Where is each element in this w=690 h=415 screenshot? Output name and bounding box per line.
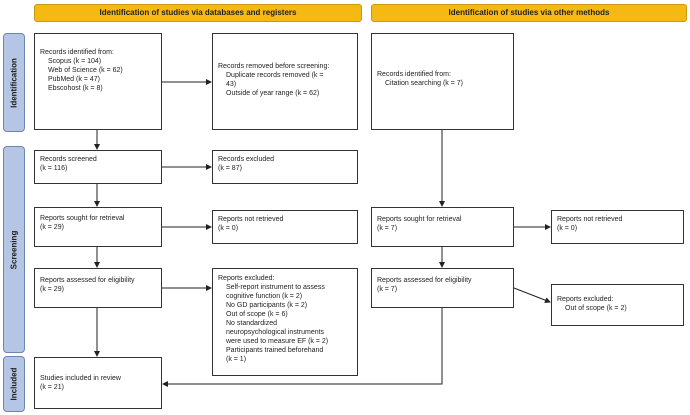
other-reports-sought-box: Reports sought for retrieval (k = 7) xyxy=(371,207,514,247)
exclusion-no-standardized-cont2: were used to measure EF (k = 2) xyxy=(226,338,329,345)
other-reports-not-retrieved-title: Reports not retrieved xyxy=(557,216,623,223)
duplicates-removed: Duplicate records removed (k = xyxy=(226,72,324,79)
records-excluded-title: Records excluded xyxy=(218,156,275,163)
exclusion-no-standardized-cont1: neuropsychological instruments xyxy=(226,329,325,336)
reports-assessed-box: Reports assessed for eligibility (k = 29… xyxy=(34,268,162,308)
source-pubmed: PubMed (k = 47) xyxy=(48,76,100,83)
records-excluded-box: Records excluded (k = 87) xyxy=(212,150,358,184)
exclusion-self-report-cont: cognitive function (k = 2) xyxy=(226,293,303,300)
records-screened-title: Records screened xyxy=(40,156,97,163)
other-reports-excluded-box: Reports excluded: Out of scope (k = 2) xyxy=(551,284,684,326)
records-identified-box: Records identified from: Scopus (k = 104… xyxy=(34,33,162,130)
exclusion-trained: Participants trained beforehand xyxy=(226,347,324,354)
reports-not-retrieved-count: (k = 0) xyxy=(218,225,239,232)
other-reports-excluded-title: Reports excluded: xyxy=(557,296,614,303)
other-reports-assessed-title: Reports assessed for eligibility xyxy=(377,277,472,284)
other-reports-sought-count: (k = 7) xyxy=(377,225,398,232)
records-excluded-count: (k = 87) xyxy=(218,165,242,172)
citation-searching: Citation searching (k = 7) xyxy=(385,80,464,87)
reports-assessed-count: (k = 29) xyxy=(40,286,64,293)
phase-screening: Screening xyxy=(3,146,25,353)
source-ebscohost: Ebscohost (k = 8) xyxy=(48,85,103,92)
reports-sought-title: Reports sought for retrieval xyxy=(40,215,125,222)
reports-not-retrieved-box: Reports not retrieved (k = 0) xyxy=(212,210,358,244)
records-screened-count: (k = 116) xyxy=(40,165,68,172)
source-scopus: Scopus (k = 104) xyxy=(48,58,102,65)
records-screened-box: Records screened (k = 116) xyxy=(34,150,162,184)
other-reports-assessed-count: (k = 7) xyxy=(377,286,398,293)
exclusion-out-of-scope: Out of scope (k = 6) xyxy=(226,311,288,318)
exclusion-no-standardized: No standardized xyxy=(226,320,277,327)
arrow-other-assessed-to-excluded xyxy=(513,287,551,303)
studies-included-title: Studies included in review xyxy=(40,375,121,382)
other-reports-sought-title: Reports sought for retrieval xyxy=(377,216,462,223)
reports-sought-count: (k = 29) xyxy=(40,224,64,231)
records-removed-title: Records removed before screening: xyxy=(218,63,330,70)
other-reports-assessed-box: Reports assessed for eligibility (k = 7) xyxy=(371,268,514,308)
other-reports-not-retrieved-count: (k = 0) xyxy=(557,225,578,232)
records-identified-title: Records identified from: xyxy=(40,49,114,56)
header-databases: Identification of studies via databases … xyxy=(34,4,362,22)
reports-excluded-title: Reports excluded: xyxy=(218,275,275,282)
reports-sought-box: Reports sought for retrieval (k = 29) xyxy=(34,207,162,247)
phase-identification: Identification xyxy=(3,33,25,132)
other-reports-not-retrieved-box: Reports not retrieved (k = 0) xyxy=(551,210,684,244)
exclusion-no-gd: No GD participants (k = 2) xyxy=(226,302,308,309)
other-identified-title: Records identified from: xyxy=(377,71,451,78)
out-of-year-range: Outside of year range (k = 62) xyxy=(226,90,320,97)
source-web-of-science: Web of Science (k = 62) xyxy=(48,67,123,74)
reports-not-retrieved-title: Reports not retrieved xyxy=(218,216,284,223)
exclusion-self-report: Self-report instrument to assess xyxy=(226,284,325,291)
reports-excluded-box: Reports excluded: Self-report instrument… xyxy=(212,268,358,376)
phase-included: Included xyxy=(3,356,25,412)
studies-included-box: Studies included in review (k = 21) xyxy=(34,357,162,409)
duplicates-removed-count: 43) xyxy=(226,81,237,88)
arrow-other-assessed-to-included xyxy=(162,308,443,387)
studies-included-count: (k = 21) xyxy=(40,384,64,391)
records-removed-box: Records removed before screening: Duplic… xyxy=(212,33,358,130)
header-other-methods: Identification of studies via other meth… xyxy=(371,4,687,22)
other-identified-box: Records identified from: Citation search… xyxy=(371,33,514,130)
reports-assessed-title: Reports assessed for eligibility xyxy=(40,277,135,284)
other-out-of-scope: Out of scope (k = 2) xyxy=(565,305,627,312)
exclusion-trained-cont: (k = 1) xyxy=(226,356,247,363)
